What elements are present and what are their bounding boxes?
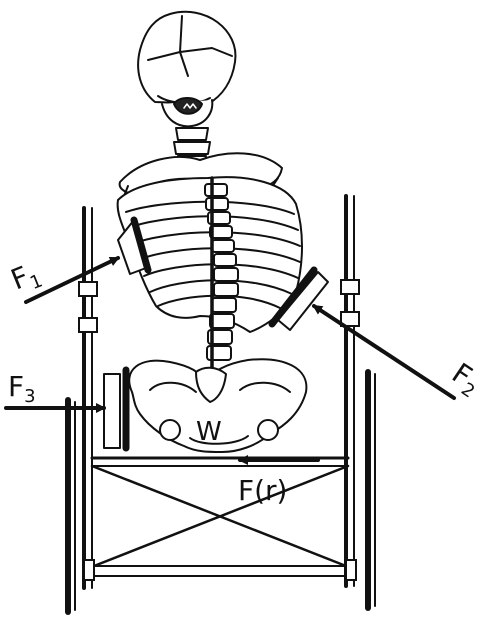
cross-brace [84, 466, 356, 580]
right-back-post [341, 196, 359, 586]
label-w: W [196, 417, 222, 447]
left-back-post [79, 208, 97, 588]
f2-arrow [314, 306, 454, 398]
skeleton [118, 12, 307, 452]
left-wheel [68, 400, 75, 612]
label-fr: F(r) [238, 474, 287, 507]
f3-pad [104, 370, 126, 448]
skull [138, 12, 235, 104]
label-f3: F3 [8, 370, 36, 407]
right-wheel [368, 372, 375, 608]
